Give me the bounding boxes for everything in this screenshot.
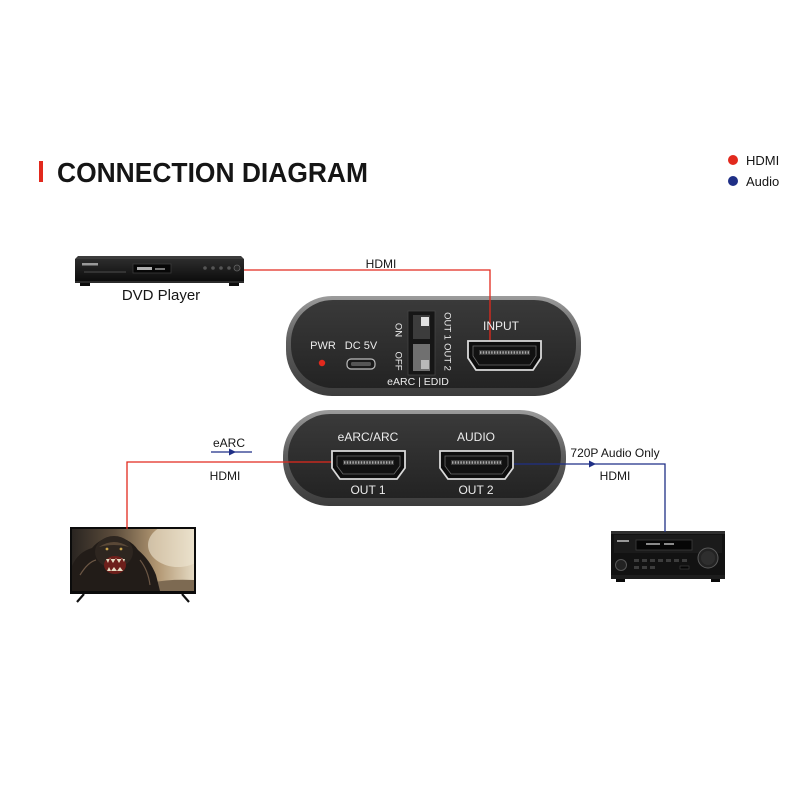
earc-label: eARC <box>213 436 245 450</box>
tv-screen-gorilla-eye <box>105 547 109 551</box>
dip-switch-icon <box>407 310 436 376</box>
hdmi-out1-port-pins <box>343 460 394 465</box>
power-led-icon <box>318 359 326 367</box>
dvd-player-icon <box>75 256 244 286</box>
switch-off-label: OFF <box>393 352 404 371</box>
bottom-panel-controls: eARC/ARC OUT 1 AUDIO OUT 2 <box>331 430 514 497</box>
bottom-panel-face <box>288 414 561 498</box>
tv-screen-gorilla-brow <box>99 542 129 547</box>
out2-hdmi-label: HDMI <box>600 469 631 483</box>
dvd-foot <box>229 283 239 286</box>
audio-label: AUDIO <box>457 430 495 444</box>
dvd-top-face <box>75 256 244 259</box>
input-label: INPUT <box>483 319 520 333</box>
earc-arc-label: eARC/ARC <box>338 430 399 444</box>
hdmi-out2-port-pins <box>451 460 502 465</box>
receiver-volume-knob-inner <box>701 551 715 565</box>
dvd-logo <box>82 263 98 266</box>
legend: HDMI Audio <box>728 153 779 189</box>
tv-icon <box>70 527 196 603</box>
out2-audio-cable <box>500 463 666 532</box>
receiver-usb-slot <box>679 565 690 570</box>
page-title: CONNECTION DIAGRAM <box>57 157 368 188</box>
receiver-button <box>666 559 671 562</box>
tv-screen-fur <box>79 559 97 576</box>
receiver-display-readout <box>664 543 674 545</box>
dip-switch-knob-1 <box>421 317 429 326</box>
receiver-display-readout <box>646 543 660 545</box>
dvd-player-label: DVD Player <box>122 287 200 304</box>
tv-screen-fur <box>139 559 151 586</box>
receiver-input-knob <box>615 559 627 571</box>
pwr-label: PWR <box>310 340 336 352</box>
dvd-bottom-edge <box>75 281 244 283</box>
dvd-display-readout <box>155 268 165 270</box>
dvd-display-readout <box>137 267 152 270</box>
dvd-button <box>219 266 223 270</box>
receiver-foot <box>616 579 625 582</box>
receiver-button <box>634 559 639 562</box>
receiver-button <box>634 566 639 569</box>
hdmi-input-port-inner <box>472 345 537 366</box>
out1-hdmi-cable <box>126 461 345 529</box>
hdmi-input-port-pins <box>479 350 530 355</box>
hdmi-input-port-icon <box>467 340 542 371</box>
tv-screen-gorilla-eye <box>119 547 123 551</box>
splitter-bottom-panel <box>283 410 566 506</box>
tv-screen <box>72 529 194 591</box>
legend-audio-dot <box>728 176 738 186</box>
tv-screen-gorilla-mouth <box>104 556 126 574</box>
micro-usb-tongue <box>351 362 371 366</box>
switch-out1-label: OUT 1 <box>442 312 453 340</box>
receiver-button <box>674 559 679 562</box>
receiver-top-bevel <box>611 531 725 534</box>
legend-hdmi-label: HDMI <box>746 153 779 168</box>
legend-hdmi-dot <box>728 155 738 165</box>
hdmi-out2-port-icon <box>439 450 514 480</box>
tv-screen-gorilla-teeth <box>107 567 123 571</box>
input-hdmi-label: HDMI <box>366 257 397 271</box>
receiver-button <box>658 559 663 562</box>
dvd-button <box>203 266 207 270</box>
tv-screen-gorilla-teeth <box>106 558 125 563</box>
receiver-foot <box>711 579 720 582</box>
out2-label: OUT 2 <box>458 483 493 497</box>
out1-label: OUT 1 <box>350 483 385 497</box>
av-receiver-icon <box>611 531 725 582</box>
tv-screen-haze <box>148 529 194 567</box>
title-accent-bar <box>39 161 43 182</box>
receiver-button <box>682 559 687 562</box>
out2-note-label: 720P Audio Only <box>570 446 659 460</box>
dvd-disc-tray <box>84 271 126 273</box>
receiver-button <box>650 566 655 569</box>
tv-stand-right <box>181 593 190 603</box>
dip-switch-knob-2 <box>421 360 429 369</box>
hdmi-out1-port-icon <box>331 450 406 480</box>
earc-arrow-icon <box>229 448 236 456</box>
dc-in-label: DC 5V <box>345 340 378 352</box>
dvd-button <box>227 266 231 270</box>
legend-audio-label: Audio <box>746 174 779 189</box>
dvd-power-button <box>233 264 241 272</box>
receiver-button <box>650 559 655 562</box>
switch-out2-label: OUT 2 <box>442 343 453 371</box>
switch-on-label: ON <box>393 323 404 337</box>
receiver-bottom-lip <box>611 575 725 579</box>
dvd-button <box>211 266 215 270</box>
dvd-foot <box>80 283 90 286</box>
switch-caption: eARC | EDID <box>387 376 449 388</box>
receiver-button <box>642 559 647 562</box>
out2-arrow-icon <box>589 460 596 468</box>
input-hdmi-cable <box>244 269 491 341</box>
out1-hdmi-label: HDMI <box>210 469 241 483</box>
micro-usb-port-icon <box>346 358 376 370</box>
top-panel-controls: PWR DC 5V ON OFF OUT 1 OUT 2 eARC | EDID… <box>310 310 542 388</box>
receiver-button <box>642 566 647 569</box>
tv-stand-left <box>76 593 85 603</box>
receiver-logo <box>617 540 629 542</box>
